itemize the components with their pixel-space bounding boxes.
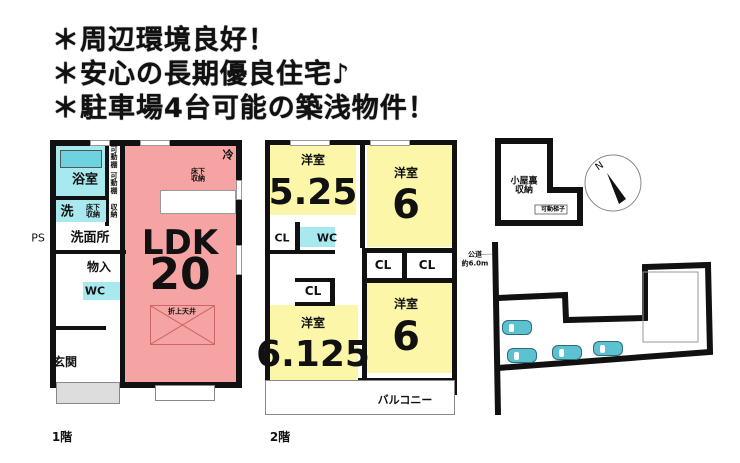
- wc-room-2f: [300, 227, 335, 247]
- western-room-2: [367, 145, 452, 247]
- room-2-label: 洋室: [393, 166, 419, 180]
- balcony-label: バルコニー: [377, 393, 433, 407]
- closet-label: 物入: [86, 260, 112, 274]
- headline-1: ＊周辺環境良好！: [52, 25, 276, 56]
- room-1-label: 洋室: [300, 153, 326, 167]
- floor-2-plan: 洋室 5.25 洋室 6 洋室 6.125 洋室 6 CL WC CL CL C…: [0, 0, 457, 443]
- storage-label: 収納: [110, 203, 118, 219]
- western-room-1: [270, 145, 356, 215]
- road-label: 公道: [468, 250, 482, 259]
- ldk-room: [125, 146, 236, 382]
- room-3-label: 洋室: [300, 316, 326, 330]
- porch: [56, 382, 120, 404]
- ps-label: PS: [31, 231, 45, 245]
- room-3-size: 6.125: [256, 334, 370, 375]
- closet-3-label: CL: [418, 258, 436, 272]
- car-icon: [593, 341, 623, 356]
- car-icon: [502, 320, 532, 335]
- floor-2-title: 2階: [269, 430, 291, 444]
- attic-plan: 小屋裏収納 可動梯子: [495, 138, 585, 228]
- western-room-3: [270, 305, 358, 383]
- car-icon: [507, 348, 537, 363]
- compass-icon: N: [584, 154, 642, 212]
- movable-shelf-label: 可動棚: [110, 145, 118, 169]
- room-2-size: 6: [392, 182, 420, 228]
- bath-label: 浴室: [71, 172, 99, 188]
- floor-1-title: 1階: [51, 430, 73, 444]
- movable-shelf-label: 可動棚: [110, 171, 118, 195]
- washroom-label: 洗面所: [70, 230, 110, 246]
- ldk-size: 20: [149, 249, 211, 300]
- wc-label-2f: WC: [316, 231, 338, 245]
- underfloor-storage-label: 床下収納: [86, 203, 100, 219]
- floor-1-plan: 浴室 洗 床下収納 収納 洗面所 PS 物入 WC 玄関 可動棚 可動棚 冷 床…: [0, 0, 250, 463]
- attic-storage-label: 小屋裏収納: [510, 176, 538, 196]
- wc-label: WC: [84, 284, 106, 298]
- fridge-label: 冷: [222, 148, 234, 162]
- wash-label: 洗: [60, 204, 74, 220]
- room-4-label: 洋室: [393, 297, 419, 311]
- car-icon: [552, 345, 582, 360]
- coffered-ceiling-label: 折上天井: [168, 307, 196, 316]
- entrance-label: 玄関: [52, 355, 78, 369]
- movable-ladder-label: 可動梯子: [540, 206, 566, 213]
- road-width-label: 約6.0m: [461, 259, 489, 268]
- room-4-size: 6: [392, 314, 420, 360]
- headline-3: ＊駐車場4台可能の築浅物件！: [52, 93, 436, 124]
- room-1-size: 5.25: [268, 172, 358, 213]
- closet-2-label: CL: [374, 258, 392, 272]
- balcony: [265, 380, 455, 415]
- underfloor-storage-label: 床下収納: [191, 167, 205, 183]
- headline-2: ＊安心の長期優良住宅♪: [52, 59, 351, 90]
- wc-room: [83, 282, 120, 300]
- site-plan: [480, 240, 740, 420]
- closet-1-label: CL: [274, 231, 290, 245]
- kitchen-counter: [160, 190, 236, 214]
- ldk-label: LDK: [141, 223, 219, 263]
- closet-4-label: CL: [304, 284, 322, 298]
- western-room-4: [367, 283, 452, 373]
- coffered-ceiling-box: [150, 305, 215, 345]
